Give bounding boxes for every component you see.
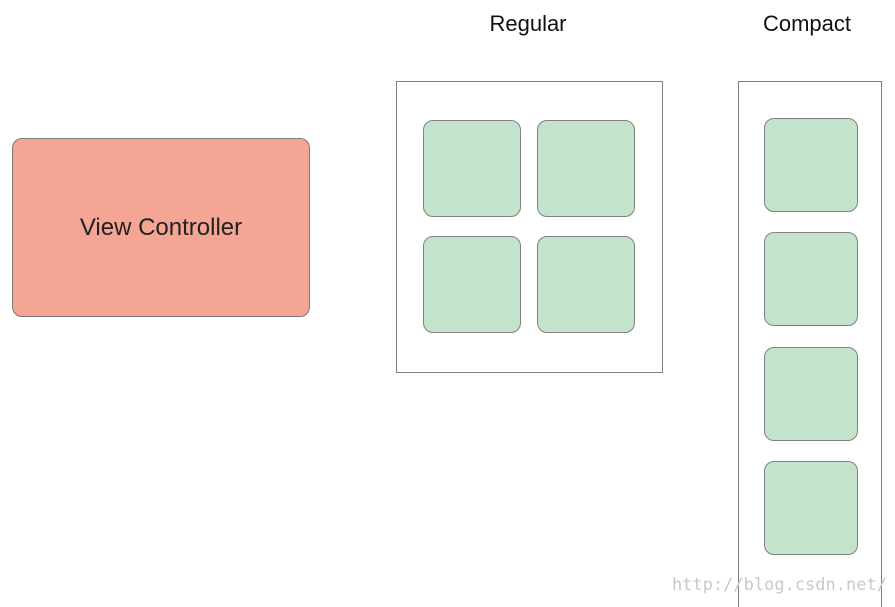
compact-tile — [764, 232, 858, 326]
watermark: http://blog.csdn.net/ — [672, 575, 887, 595]
compact-title: Compact — [762, 11, 852, 36]
regular-layout-frame — [396, 81, 663, 373]
compact-layout-frame — [738, 81, 882, 607]
regular-tile — [423, 236, 521, 333]
view-controller-label: View Controller — [79, 213, 243, 241]
compact-tile — [764, 461, 858, 555]
regular-tile — [537, 236, 635, 333]
view-controller-box: View Controller — [12, 138, 310, 317]
regular-title: Regular — [489, 11, 567, 36]
regular-tile — [537, 120, 635, 217]
regular-tile — [423, 120, 521, 217]
compact-tile — [764, 118, 858, 212]
compact-tile — [764, 347, 858, 441]
